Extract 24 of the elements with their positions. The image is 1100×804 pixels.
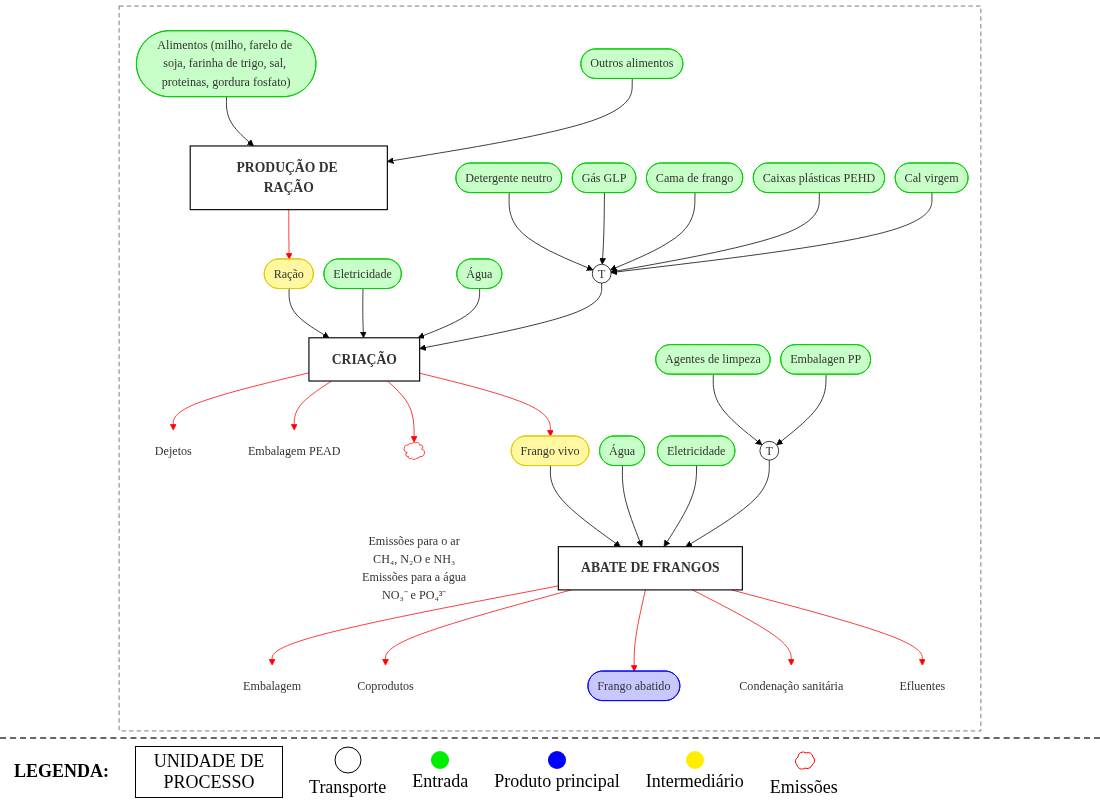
node-text: Condenação sanitária <box>739 679 844 692</box>
node-label: CH₄, N₂O e NH₃ <box>373 552 456 566</box>
node-text: Dejetos <box>154 443 192 457</box>
node-cloud <box>403 442 425 460</box>
legend-text: Emissões <box>769 777 838 798</box>
node-circle: T <box>759 441 780 461</box>
node-label: Emissões para a água <box>362 570 467 584</box>
node-label: NO₃⁻ e PO₄³⁻ <box>382 588 447 602</box>
legend-text: Produto principal <box>494 771 620 792</box>
node-label: Emissões para o ar <box>368 534 460 548</box>
node-text: Coprodutos <box>357 679 414 692</box>
legend-text: Transporte <box>309 777 387 798</box>
node-text: Embalagem <box>243 679 302 692</box>
cluster <box>118 5 982 732</box>
node-box: CRIAÇÃO <box>308 337 421 382</box>
node-box: ABATE DE FRANGOS <box>557 546 743 591</box>
node-box: PRODUÇÃO DE RAÇÃO <box>189 145 388 211</box>
node-circle: T <box>591 263 612 284</box>
process-unit-box: UNIDADE DE PROCESSO <box>135 745 283 798</box>
node-text: Embalagem PEAD <box>247 443 341 457</box>
legend-text: Entrada <box>412 771 469 792</box>
legend-text: Intermediário <box>645 771 744 792</box>
node-text: Efluentes <box>899 679 946 692</box>
legend-heading: LEGENDA: <box>14 761 109 782</box>
